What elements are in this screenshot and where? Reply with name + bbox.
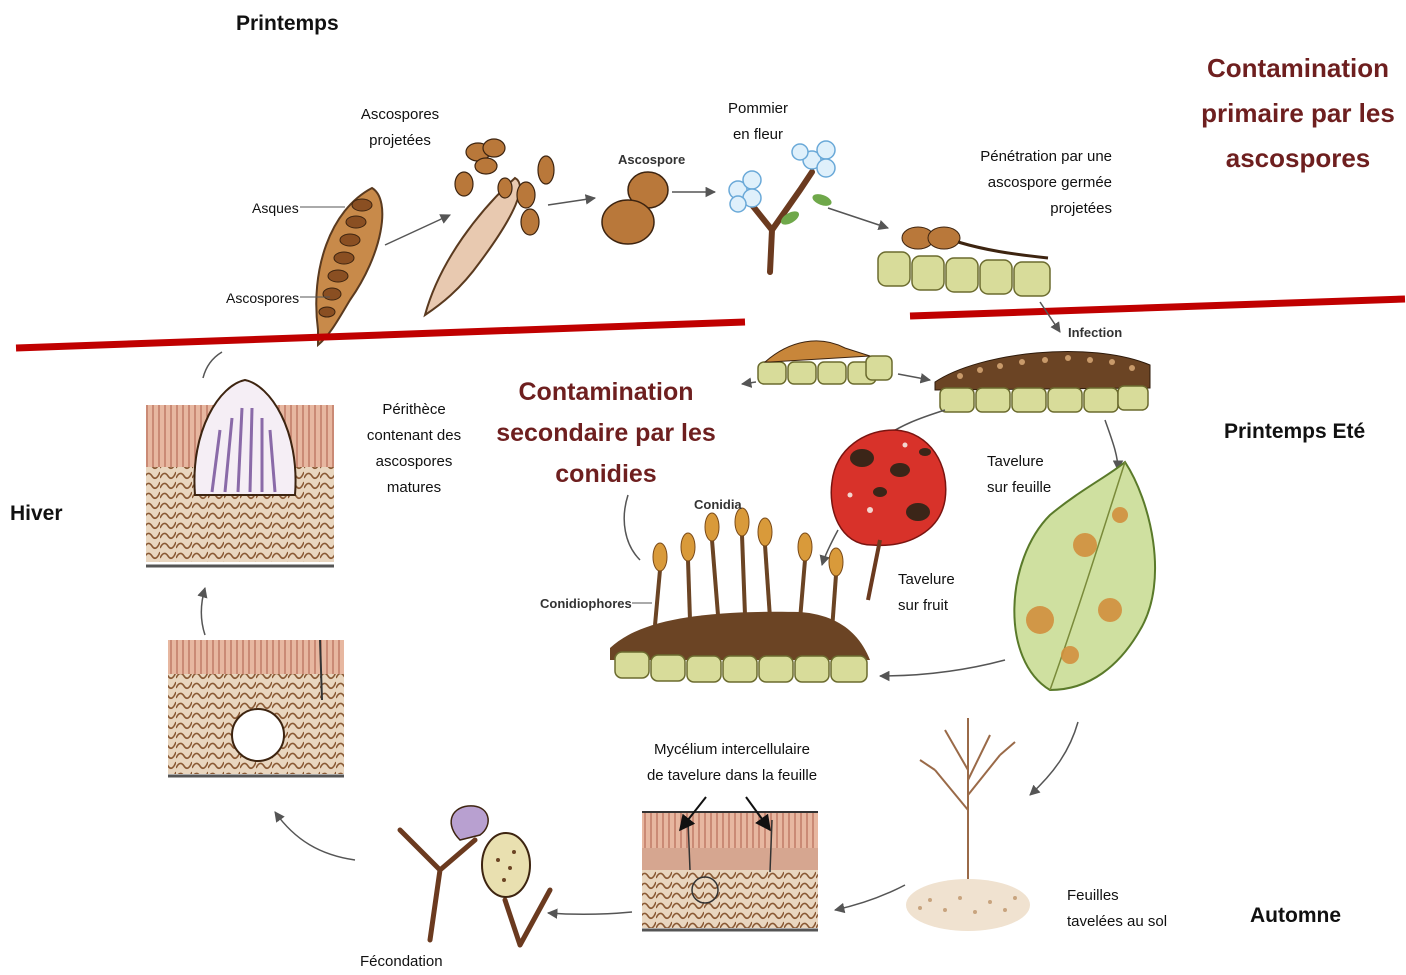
label-asques: Asques (252, 197, 299, 219)
label-perithece: Périthèce contenant des ascospores matur… (348, 397, 480, 501)
label-mycelium: Mycélium intercellulaire de tavelure dan… (622, 737, 842, 789)
season-spring: Printemps (236, 12, 339, 36)
divider-line-right (910, 299, 1405, 316)
infection-cells (935, 351, 1150, 412)
apple-blossom (729, 141, 835, 272)
conidium-on-cells (758, 341, 892, 384)
inset-label-conidiophores: Conidiophores (540, 596, 632, 611)
penetration-cells (878, 227, 1050, 296)
fecondation (400, 806, 550, 945)
mature-perithecium (146, 380, 334, 566)
ascospore (602, 172, 668, 244)
fallen-leaves-tree (906, 718, 1030, 931)
conidiophores-cells (610, 508, 870, 682)
inset-label-ascospore: Ascospore (618, 152, 685, 167)
inset-label-infection: Infection (1068, 325, 1122, 340)
season-winter: Hiver (10, 502, 63, 526)
label-tavelure-feuille: Tavelure sur feuille (987, 449, 1051, 501)
label-fecondation: Fécondation (360, 949, 443, 975)
inset-label-conidia: Conidia (694, 497, 742, 512)
season-spring-summer: Printemps Eté (1224, 420, 1365, 444)
mycelium-leaf-section (642, 812, 818, 930)
label-ascospores: Ascospores (226, 287, 299, 309)
projected-ascus (425, 139, 554, 315)
secondary-contamination-title: Contamination secondaire par les conidie… (482, 372, 730, 495)
label-ascospores-projetees: Ascospores projetées (342, 102, 458, 154)
primary-contamination-title: Contamination primaire par les ascospore… (1180, 46, 1406, 181)
ascus-with-ascospores (300, 188, 382, 345)
divider-line-left (16, 322, 745, 348)
developing-perithecium (168, 640, 344, 776)
season-autumn: Automne (1250, 904, 1341, 928)
label-pommier-en-fleur: Pommier en fleur (706, 96, 810, 148)
label-tavelure-fruit: Tavelure sur fruit (898, 567, 955, 619)
label-penetration: Pénétration par une ascospore germée pro… (920, 144, 1112, 222)
label-feuilles-au-sol: Feuilles tavelées au sol (1067, 883, 1167, 935)
